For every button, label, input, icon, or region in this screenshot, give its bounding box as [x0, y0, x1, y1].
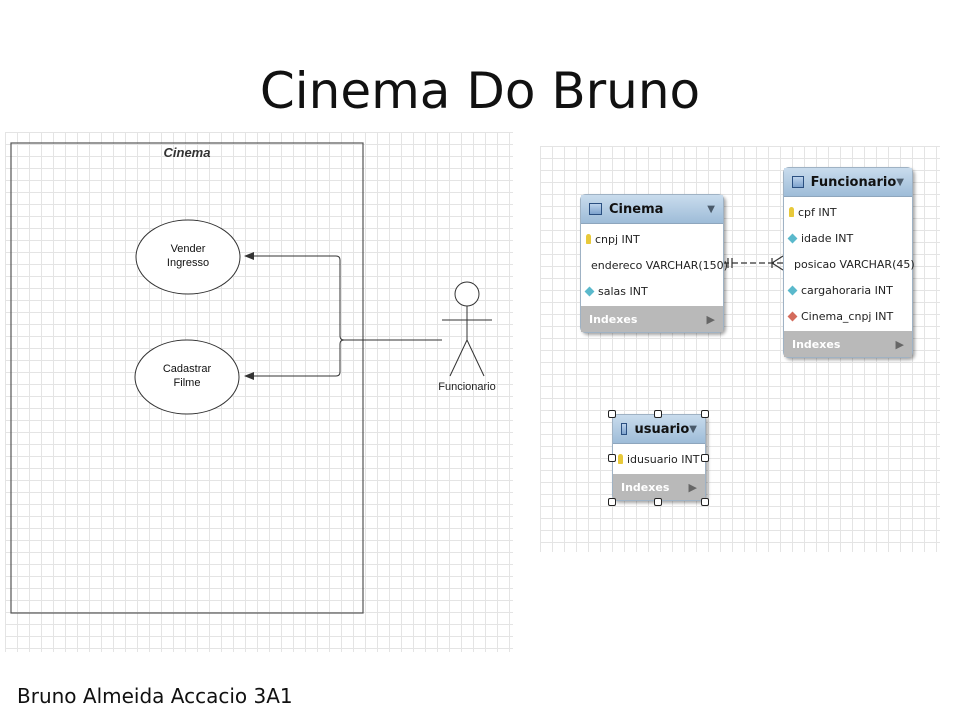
actor-figure[interactable]	[442, 281, 492, 377]
column-cinema-cnpj[interactable]: Cinema_cnpj INT	[784, 303, 912, 329]
column-endereco[interactable]: endereco VARCHAR(150)	[581, 252, 728, 278]
use-case-diagram: Cinema Vender Ingresso Cadastrar Filme F…	[5, 132, 513, 652]
resize-handle[interactable]	[608, 410, 616, 418]
column-icon	[583, 262, 589, 268]
relationship-connector	[723, 255, 784, 271]
column-posicao[interactable]: posicao VARCHAR(45)	[784, 251, 915, 277]
resize-handle[interactable]	[608, 454, 616, 462]
primary-key-icon	[586, 234, 591, 244]
table-funcionario-name: Funcionario	[810, 174, 897, 190]
indexes-label: Indexes	[589, 312, 638, 326]
column-text: endereco VARCHAR(150)	[591, 258, 728, 272]
column-text: cpf INT	[798, 205, 837, 219]
table-funcionario-header[interactable]: Funcionario ▼	[784, 168, 912, 197]
primary-key-icon	[789, 207, 794, 217]
table-icon	[589, 203, 602, 215]
indexes-label: Indexes	[621, 480, 670, 494]
column-text: salas INT	[598, 284, 648, 298]
er-diagram: Cinema ▼ cnpj INT endereco VARCHAR(150) …	[540, 146, 940, 552]
use-case-canvas: Cinema Vender Ingresso Cadastrar Filme F…	[10, 142, 496, 614]
column-cpf[interactable]: cpf INT	[784, 199, 912, 225]
table-cinema-indexes[interactable]: Indexes ▶	[581, 306, 723, 332]
table-usuario-indexes[interactable]: Indexes ▶	[613, 474, 705, 500]
column-text: cnpj INT	[595, 232, 640, 246]
column-icon	[787, 285, 798, 295]
column-text: Cinema_cnpj INT	[801, 309, 894, 323]
resize-handle[interactable]	[701, 454, 709, 462]
column-icon	[584, 286, 595, 296]
column-icon	[787, 233, 798, 243]
system-boundary	[10, 142, 364, 614]
column-text: idade INT	[801, 231, 854, 245]
association-vender-ingresso	[244, 252, 442, 341]
collapse-arrow-icon[interactable]: ▼	[707, 203, 715, 215]
table-usuario-header[interactable]: usuario ▼	[613, 415, 705, 444]
use-case-2-line2: Filme	[174, 377, 201, 389]
resize-handle[interactable]	[654, 410, 662, 418]
association-cadastrar-filme	[244, 339, 442, 380]
column-text: cargahoraria INT	[801, 283, 893, 297]
expand-arrow-icon[interactable]: ▶	[706, 312, 715, 326]
column-idusuario[interactable]: idusuario INT	[613, 446, 705, 472]
column-text: idusuario INT	[627, 452, 700, 466]
expand-arrow-icon[interactable]: ▶	[895, 337, 904, 351]
column-icon	[786, 261, 792, 267]
use-case-2-line1: Cadastrar	[163, 363, 212, 375]
table-cinema-name: Cinema	[609, 201, 664, 217]
collapse-arrow-icon[interactable]: ▼	[689, 423, 697, 435]
resize-handle[interactable]	[701, 498, 709, 506]
slide-title: Cinema Do Bruno	[259, 62, 701, 120]
table-icon	[792, 176, 804, 188]
table-funcionario-indexes[interactable]: Indexes ▶	[784, 331, 912, 357]
resize-handle[interactable]	[608, 498, 616, 506]
use-case-1-line2: Ingresso	[167, 257, 209, 269]
collapse-arrow-icon[interactable]: ▼	[896, 176, 904, 188]
column-cargahoraria[interactable]: cargahoraria INT	[784, 277, 912, 303]
column-cnpj[interactable]: cnpj INT	[581, 226, 723, 252]
resize-handle[interactable]	[654, 498, 662, 506]
use-case-1-line1: Vender	[171, 243, 206, 255]
primary-key-icon	[618, 454, 623, 464]
table-usuario-name: usuario	[634, 421, 690, 437]
table-cinema[interactable]: Cinema ▼ cnpj INT endereco VARCHAR(150) …	[580, 194, 728, 333]
column-text: posicao VARCHAR(45)	[794, 257, 915, 271]
use-case-vender-ingresso[interactable]	[135, 219, 241, 295]
foreign-key-icon	[787, 311, 798, 321]
column-idade[interactable]: idade INT	[784, 225, 912, 251]
system-label: Cinema	[164, 145, 211, 160]
column-salas[interactable]: salas INT	[581, 278, 723, 304]
resize-handle[interactable]	[701, 410, 709, 418]
table-cinema-header[interactable]: Cinema ▼	[581, 195, 723, 224]
table-icon	[621, 423, 628, 435]
table-funcionario[interactable]: Funcionario ▼ cpf INT idade INT posicao …	[783, 167, 915, 358]
actor-label: Funcionario	[438, 381, 495, 393]
author-label: Bruno Almeida Accacio 3A1	[17, 684, 293, 708]
use-case-cadastrar-filme[interactable]	[134, 339, 240, 415]
expand-arrow-icon[interactable]: ▶	[688, 480, 697, 494]
table-usuario[interactable]: usuario ▼ idusuario INT Indexes ▶	[612, 414, 706, 501]
indexes-label: Indexes	[792, 337, 841, 351]
